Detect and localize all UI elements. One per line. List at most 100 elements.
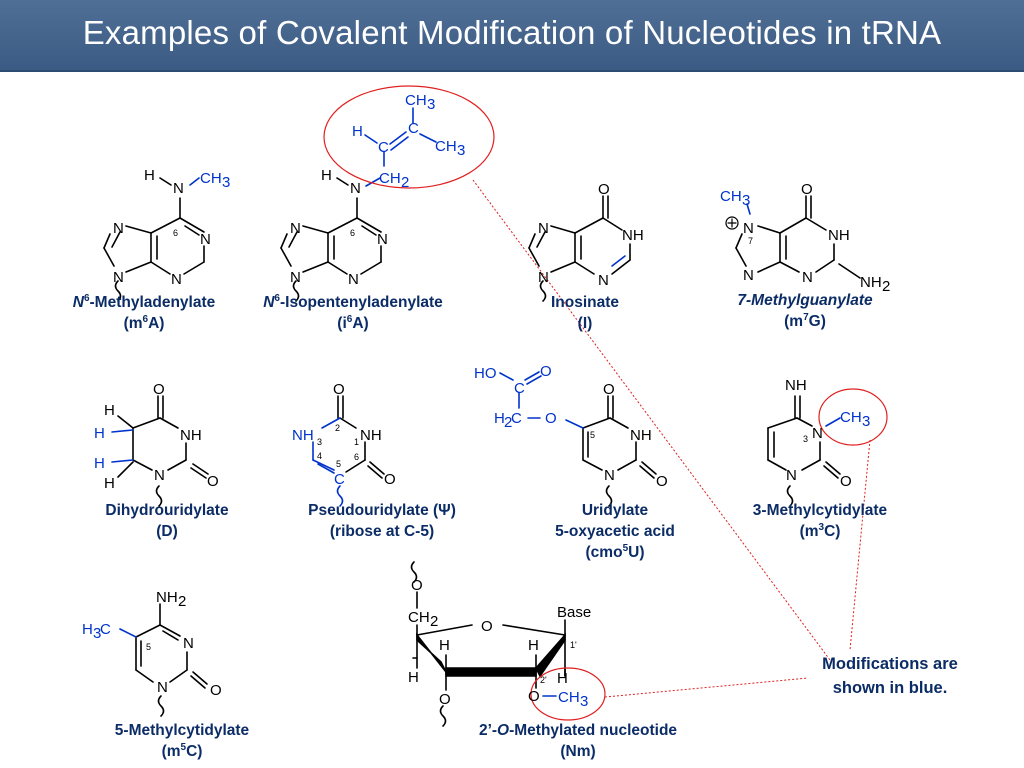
svg-text:H: H <box>439 637 450 654</box>
caption-cmo5u: Uridylate 5-oxyacetic acid (cmo5U) <box>555 502 675 561</box>
svg-text:N: N <box>290 220 301 237</box>
svg-text:3: 3 <box>93 625 101 642</box>
svg-text:2: 2 <box>882 278 890 295</box>
svg-text:N: N <box>173 180 184 197</box>
svg-text:O: O <box>333 381 345 398</box>
svg-text:C: C <box>378 139 389 156</box>
svg-text:N: N <box>743 267 754 284</box>
svg-text:2: 2 <box>504 414 512 431</box>
svg-text:H: H <box>557 670 568 687</box>
svg-text:N: N <box>348 271 359 288</box>
svg-text:N: N <box>802 269 813 286</box>
svg-text:C: C <box>100 621 111 638</box>
svg-text:O: O <box>411 577 423 594</box>
svg-text:CH: CH <box>435 138 457 155</box>
nm-highlight-circle <box>530 667 606 721</box>
nm-ribose-structure <box>410 561 566 727</box>
svg-text:N: N <box>200 231 211 248</box>
svg-text:6: 6 <box>173 228 178 238</box>
i6a-structure <box>280 107 437 302</box>
svg-text:O: O <box>801 181 813 198</box>
svg-text:3: 3 <box>427 96 435 113</box>
svg-text:7: 7 <box>748 236 753 246</box>
highlight-annotations <box>323 85 888 721</box>
svg-text:3: 3 <box>457 142 465 159</box>
svg-text:N: N <box>183 635 194 652</box>
title-bar <box>0 0 1024 72</box>
caption-m3c: 3-Methylcytidylate (m3C) <box>752 502 888 540</box>
svg-text:4: 4 <box>317 451 322 461</box>
svg-text:1: 1 <box>354 437 359 447</box>
svg-text:O: O <box>840 473 852 490</box>
svg-text:3: 3 <box>222 174 230 191</box>
svg-text:O: O <box>598 181 610 198</box>
svg-text:N: N <box>604 467 615 484</box>
svg-text:O: O <box>603 381 615 398</box>
svg-text:N: N <box>743 220 754 237</box>
svg-text:NH: NH <box>785 377 807 394</box>
m3c-highlight-circle <box>818 388 888 446</box>
svg-text:H: H <box>352 123 363 140</box>
svg-text:N: N <box>786 467 797 484</box>
svg-text:H: H <box>104 402 115 419</box>
svg-text:O: O <box>540 363 552 380</box>
svg-text:NH: NH <box>156 589 178 606</box>
svg-text:1': 1' <box>570 640 577 650</box>
svg-text:H: H <box>321 167 332 184</box>
svg-text:O: O <box>481 618 493 635</box>
svg-text:N: N <box>350 180 361 197</box>
dihydrouridine-structure <box>111 395 209 507</box>
svg-text:CH: CH <box>200 170 222 187</box>
m6a-structure <box>103 177 205 302</box>
svg-text:N: N <box>157 679 168 696</box>
svg-text:H: H <box>144 167 155 184</box>
svg-text:3: 3 <box>803 434 808 444</box>
caption-m5c: 5-Methylcytidylate (m5C) <box>114 722 250 760</box>
svg-text:O: O <box>528 688 540 705</box>
inosinate-structure <box>528 195 631 302</box>
svg-text:H: H <box>104 475 115 492</box>
svg-text:NH: NH <box>860 274 882 291</box>
svg-text:CH: CH <box>840 409 862 426</box>
caption-m6a: N6-Methyladenylate (m6A) <box>72 293 216 333</box>
svg-text:CH: CH <box>558 689 580 706</box>
caption-inosinate: Inosinate (I) <box>550 294 620 332</box>
i6a-highlight-circle <box>323 85 495 189</box>
svg-text:O: O <box>207 473 219 490</box>
pseudouridine-structure <box>312 395 385 507</box>
svg-text:O: O <box>545 410 557 427</box>
m7g-structure <box>725 195 861 279</box>
svg-text:N: N <box>113 220 124 237</box>
svg-text:3: 3 <box>580 693 588 710</box>
svg-text:2': 2' <box>540 675 547 685</box>
caption-nm: 2’-O-Methylated nucleotide (Nm) <box>478 722 678 760</box>
svg-text:C: C <box>334 471 345 488</box>
svg-text:O: O <box>210 682 222 699</box>
slide-title: Examples of Covalent Modification of Nuc… <box>82 14 942 51</box>
caption-m7g: 7-Methylguanylate (m7G) <box>737 292 873 330</box>
svg-text:6: 6 <box>354 452 359 462</box>
svg-text:O: O <box>656 473 668 490</box>
svg-text:NH: NH <box>180 427 202 444</box>
svg-text:N: N <box>598 272 609 289</box>
caption-dihydrouridylate: Dihydrouridylate (D) <box>105 502 229 540</box>
m3c-structure <box>767 395 841 507</box>
svg-text:H: H <box>494 410 505 427</box>
svg-text:H: H <box>94 425 105 442</box>
svg-text:H: H <box>94 455 105 472</box>
svg-text:NH: NH <box>622 227 644 244</box>
svg-text:N: N <box>113 269 124 286</box>
svg-text:H: H <box>82 621 93 638</box>
svg-text:2: 2 <box>335 423 340 433</box>
cmo5u-structure <box>499 371 657 507</box>
svg-text:C: C <box>408 120 419 137</box>
svg-text:6: 6 <box>350 228 355 238</box>
svg-text:NH: NH <box>292 427 314 444</box>
svg-text:CH: CH <box>405 92 427 109</box>
svg-text:5: 5 <box>590 430 595 440</box>
svg-text:2: 2 <box>401 174 409 191</box>
svg-text:3: 3 <box>317 437 322 447</box>
svg-text:N: N <box>538 269 549 286</box>
